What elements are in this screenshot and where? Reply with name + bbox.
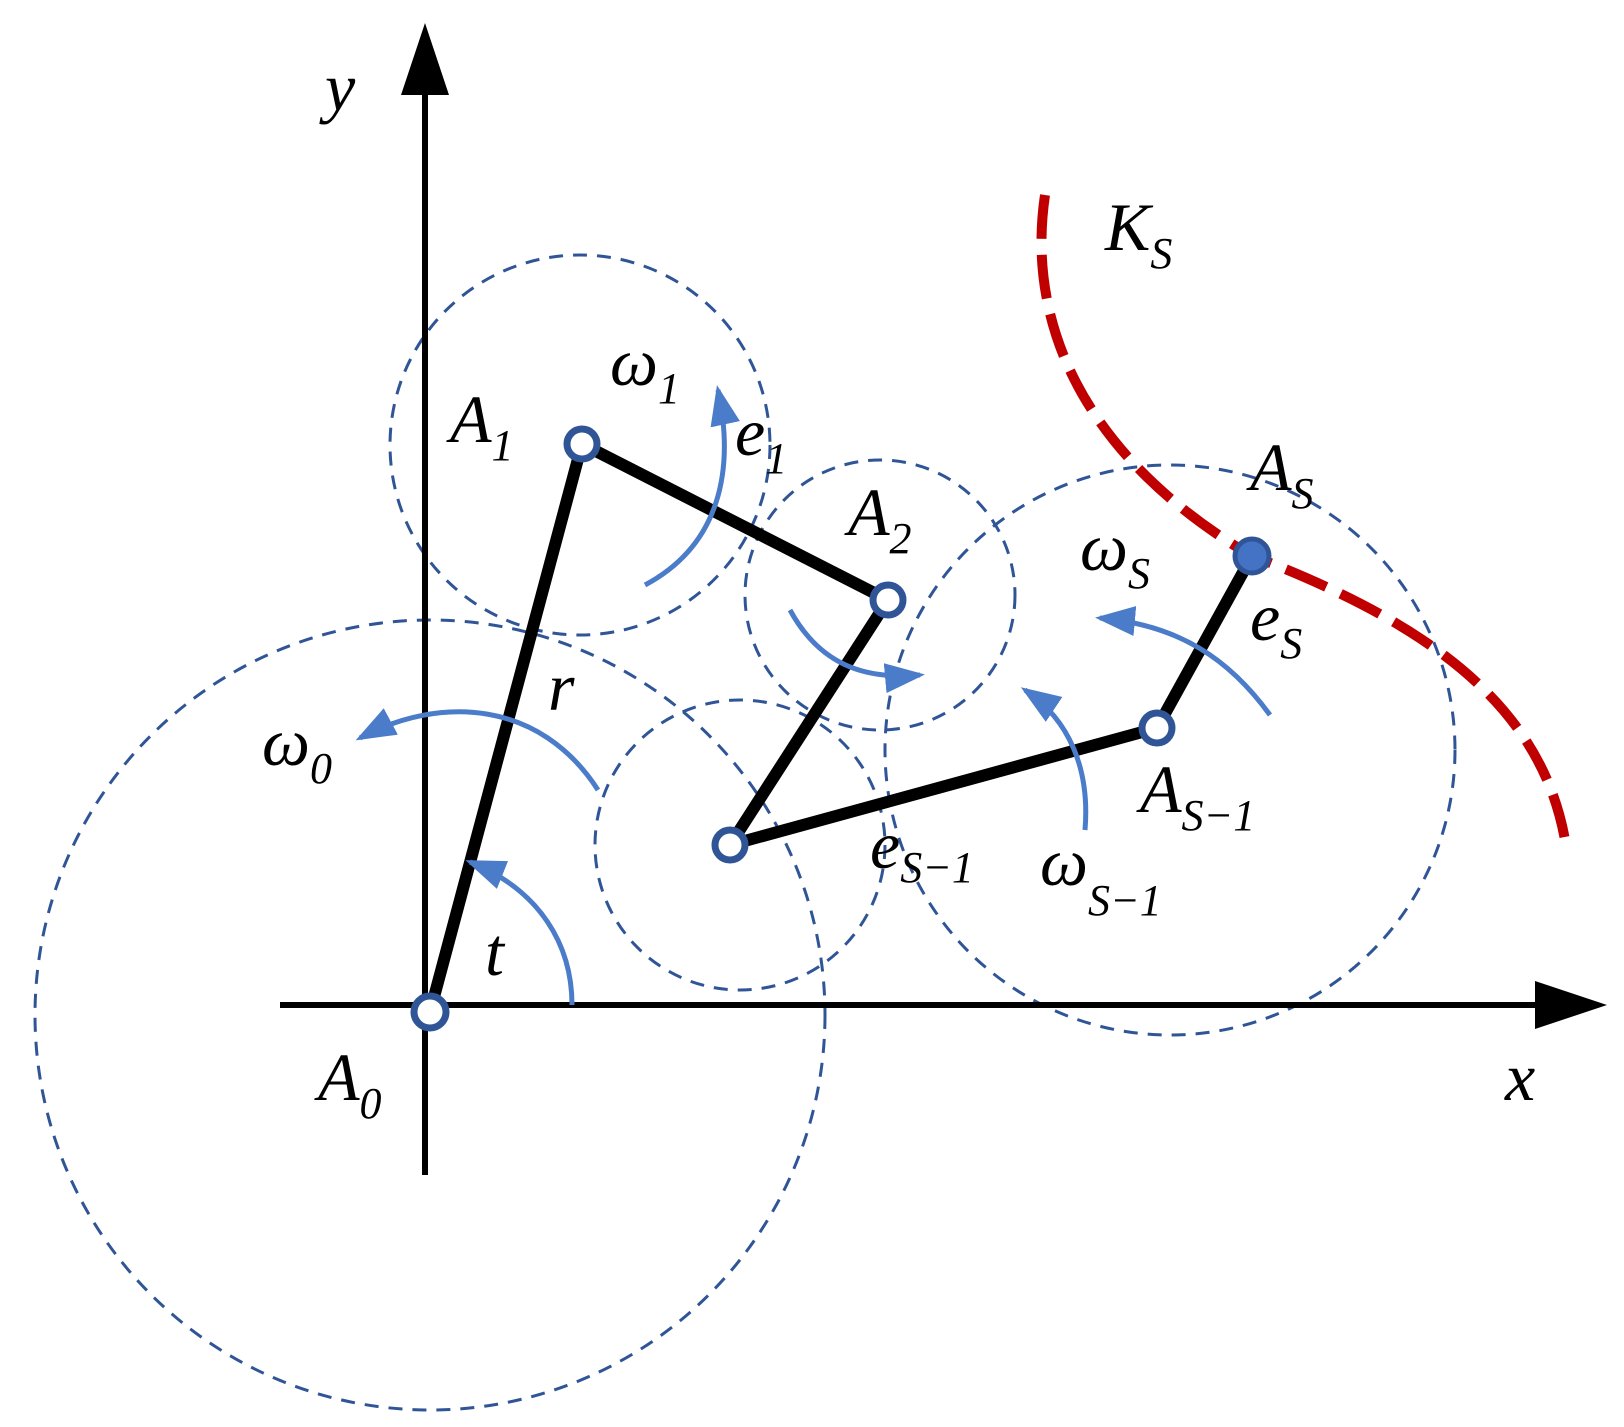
rotation-arcs — [355, 385, 1273, 1006]
arc-omega0 — [355, 708, 601, 792]
joint-a0 — [410, 992, 450, 1032]
label-a1: A1 — [446, 381, 514, 470]
joints — [410, 425, 1272, 1032]
link-a1-a2 — [576, 438, 894, 606]
link-a0-a1 — [424, 438, 588, 1018]
arc-omega1 — [643, 385, 740, 588]
arc-omega2 — [787, 608, 925, 694]
circle-a2 — [743, 458, 1017, 732]
joint-as1 — [1138, 709, 1176, 747]
label-y-axis: y — [319, 49, 356, 125]
joint-a1 — [563, 425, 601, 463]
label-omega0: ω0 — [262, 704, 332, 793]
joint-a2 — [869, 581, 907, 619]
link-a3-as1 — [724, 722, 1163, 851]
label-a2: A2 — [844, 474, 912, 563]
label-as: AS — [1246, 429, 1314, 518]
label-a0: A0 — [314, 1039, 382, 1128]
arc-omega-s — [1095, 606, 1273, 717]
arc-omega-s1 — [1020, 687, 1089, 831]
label-x-axis: x — [1504, 1039, 1535, 1115]
link-as1-as — [1151, 550, 1258, 734]
label-e1: e1 — [735, 394, 787, 483]
joint-a3 — [711, 826, 749, 864]
circle-a1 — [388, 253, 772, 637]
label-ks: KS — [1104, 189, 1172, 278]
link-a2-a3 — [724, 594, 894, 851]
label-r: r — [548, 649, 575, 725]
label-omega-s1: ωS−1 — [1040, 824, 1162, 925]
labels: y x KS A0 A1 A2 AS AS−1 ω0 ω1 ωS ωS−1 — [262, 49, 1535, 1128]
circle-as — [883, 463, 1457, 1037]
label-es1: eS−1 — [870, 807, 974, 892]
axes — [280, 23, 1607, 1175]
circle-a0 — [33, 618, 827, 1412]
label-omega1: ω1 — [610, 324, 680, 413]
label-es: eS — [1250, 579, 1302, 668]
dashed-circles — [33, 253, 1457, 1412]
links — [424, 438, 1258, 1018]
label-as1: AS−1 — [1136, 751, 1255, 840]
label-t: t — [485, 914, 506, 990]
circle-a3 — [593, 698, 887, 992]
arc-angle-t — [465, 859, 575, 1006]
label-omega-s: ωS — [1080, 509, 1150, 598]
joint-as — [1232, 536, 1272, 576]
